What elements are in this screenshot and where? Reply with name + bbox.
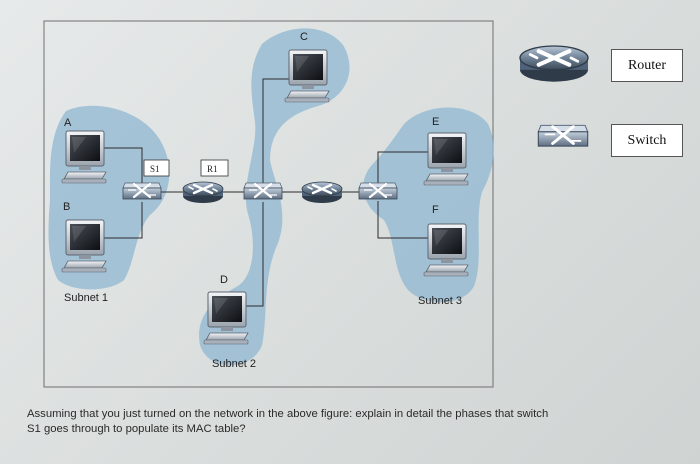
r1-label: R1 — [207, 164, 218, 174]
host-d-label: D — [220, 274, 228, 286]
question-text: Assuming that you just turned on the net… — [27, 407, 677, 437]
switch-right — [357, 181, 399, 201]
host-f: F — [423, 204, 469, 277]
host-b: B — [61, 201, 107, 273]
s1-label-box — [143, 159, 170, 177]
question-line-2: S1 goes through to populate its MAC tabl… — [27, 423, 246, 435]
network-links — [103, 78, 428, 307]
legend-switch-label: Switch — [611, 124, 683, 157]
switch-s1 — [121, 181, 163, 201]
host-d: D — [203, 274, 249, 345]
host-b-label: B — [63, 201, 70, 213]
subnet1-label: Subnet 1 — [64, 292, 108, 304]
question-line-1: Assuming that you just turned on the net… — [27, 408, 549, 420]
switch-middle — [242, 181, 284, 201]
router-r1 — [181, 180, 225, 205]
host-e-label: E — [432, 116, 439, 128]
host-f-label: F — [432, 204, 439, 216]
host-a: A — [61, 117, 107, 184]
r1-label-box — [200, 159, 229, 177]
host-c-label: C — [300, 31, 308, 43]
host-a-label: A — [64, 117, 72, 129]
router-right — [300, 180, 344, 205]
subnet2-label: Subnet 2 — [212, 358, 256, 370]
legend-router-icon — [520, 46, 588, 82]
host-e: E — [423, 116, 469, 186]
subnet3-label: Subnet 3 — [418, 295, 462, 307]
diagram-frame — [43, 20, 494, 388]
s1-label: S1 — [150, 164, 160, 174]
legend-switch-icon — [536, 123, 590, 148]
legend-router-label: Router — [611, 49, 683, 82]
host-c: C — [284, 31, 330, 103]
